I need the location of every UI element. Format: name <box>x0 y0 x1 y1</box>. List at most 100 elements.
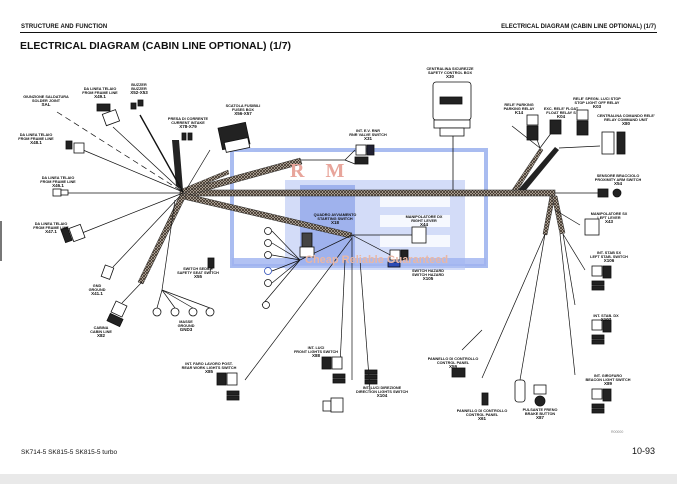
label-code: SAL <box>41 102 51 108</box>
label-it: DA LINEA TELAIO <box>19 133 53 137</box>
label-en: PROXIMITY ARM SWITCH <box>594 178 642 183</box>
label-it: CABINA <box>93 326 109 330</box>
label-it: MANIPOLATORE SX <box>590 212 628 216</box>
ground-x41-1 <box>100 264 115 280</box>
label-code: X52-X53 <box>130 90 148 96</box>
label-en: GROUND <box>88 288 106 293</box>
switch-x106 <box>591 265 612 291</box>
label-en: CONTROL PANEL <box>436 361 470 366</box>
connector-x46-1 <box>52 188 69 197</box>
label-code: X30 <box>445 74 455 80</box>
label-it: PRESA DI CORRENTE <box>167 117 209 121</box>
ground-gnd3 <box>152 307 215 317</box>
relay-k03 <box>576 109 589 136</box>
label-code: X59 <box>448 364 457 370</box>
label-it: SWITCH SEDILE <box>183 267 213 271</box>
label-it: RELE' SPEGN. LUCI STOP <box>573 97 621 101</box>
label-en: BRAKE BUTTON <box>524 412 556 417</box>
label-it: GND <box>92 284 102 288</box>
label-it: BUZZER <box>131 83 147 87</box>
switch-x107 <box>591 319 612 345</box>
label-code: X47.1 <box>45 229 57 235</box>
label-en: BUZZER <box>131 87 147 92</box>
work-lights-switch-x85 <box>216 372 240 401</box>
label-code: X46.1 <box>52 183 64 189</box>
component-label-x85: INT. FARO LAVORO POST.REAR WORK LIGHTS S… <box>182 362 237 375</box>
switch-x31 <box>354 144 375 165</box>
label-it: RELE' PARKING <box>504 103 534 107</box>
label-it: DA LINEA TELAIO <box>83 87 117 91</box>
label-code: X80 <box>621 121 630 127</box>
label-it: DA LINEA TELAIO <box>41 176 75 180</box>
label-en: DIRECTION LIGHTS SWITCH <box>356 390 408 395</box>
control-panel-x59 <box>451 367 466 378</box>
label-it: INT. STAB SX <box>597 251 621 255</box>
wires <box>56 111 601 391</box>
label-it: INT. E.V. RNR <box>356 129 380 133</box>
relay-unit-x80 <box>601 131 626 155</box>
label-en: CABIN LINE <box>90 330 112 335</box>
header-divider <box>20 32 657 33</box>
connector-x47-1 <box>60 223 86 244</box>
label-it: MANIPOLATORE DX <box>405 215 443 219</box>
connector-x82 <box>106 300 128 328</box>
starting-switch-rings <box>262 227 272 309</box>
label-it: CENTRALINA COMANDO RELE' <box>597 114 655 118</box>
label-code: X41.1 <box>91 291 103 297</box>
label-code: X44 <box>419 222 428 228</box>
label-en: REAR WORK LIGHTS SWITCH <box>181 366 237 371</box>
beacon-lamp <box>514 379 526 403</box>
label-en: SAFETY SEAT SWITCH <box>177 271 219 276</box>
model-list: SK714-5 SK815-5 SK815-5 turbo <box>21 449 118 456</box>
label-it: INT. LUCI DIREZIONE <box>362 386 402 390</box>
control-panel-x61 <box>481 392 489 406</box>
label-en: LEFT STAB. SWITCH <box>590 255 628 260</box>
component-label-x80: CENTRALINA COMANDO RELE'RELAY COMMAND UN… <box>597 114 655 127</box>
label-code: X105 <box>422 276 434 282</box>
label-code: X61 <box>477 416 486 422</box>
section-header: STRUCTURE AND FUNCTION <box>21 24 108 30</box>
label-code: X18 <box>330 220 340 226</box>
connector-x48-1 <box>65 140 85 154</box>
viewer-bottom-bar <box>0 474 677 484</box>
label-en: BEACON LIGHT SWITCH <box>585 378 631 383</box>
label-code: X54 <box>613 181 622 187</box>
label-it: SWITCH HAZARD <box>411 269 445 273</box>
label-en: RELAY COMMAND UNIT <box>604 118 648 123</box>
label-it: QUADRO AVVIAMENTO <box>313 213 357 217</box>
label-en: STOP LIGHT OFF RELAY <box>574 101 620 106</box>
label-it: DA LINEA TELAIO <box>34 222 68 226</box>
label-code: X56-X57 <box>234 111 252 117</box>
label-code: X89 <box>603 381 612 387</box>
label-code: X107 <box>600 317 612 323</box>
label-en: SWITCH HAZARD <box>411 273 445 278</box>
front-lights-switch-x88 <box>321 356 346 384</box>
label-en: SAFETY CONTROL BOX <box>428 71 472 76</box>
main-harness <box>179 189 556 197</box>
label-en: FROM FRAME LINE <box>33 226 69 231</box>
label-code: K03 <box>592 104 602 110</box>
label-en: LEFT LEVER <box>597 216 621 221</box>
seat-switch-x55 <box>207 257 215 269</box>
proximity-switch-x54 <box>597 188 622 198</box>
figure-code: R00000 <box>611 430 624 434</box>
